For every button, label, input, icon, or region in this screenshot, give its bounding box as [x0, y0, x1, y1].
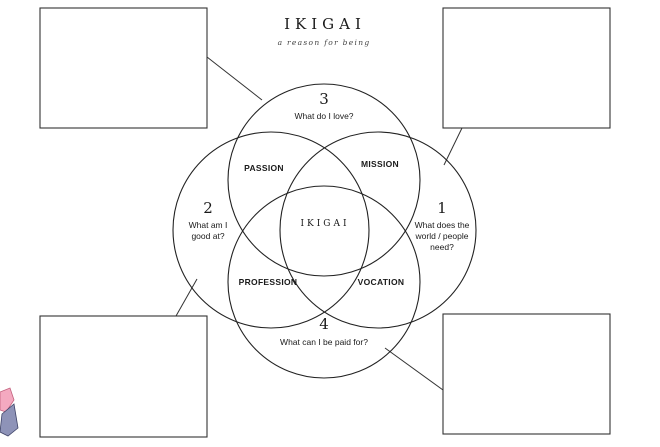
number-paid-for: 4 [319, 315, 329, 333]
leader-line-love [206, 56, 263, 101]
region-mission-label: MISSION [361, 159, 399, 169]
question-love: What do I love? [294, 111, 353, 121]
page-subtitle: a reason for being [278, 38, 371, 47]
answer-box-paid-for[interactable] [442, 313, 611, 435]
question-good-at-line-1: What am I [189, 220, 228, 230]
leader-line-world-needs [443, 127, 463, 166]
circle-world-needs [279, 131, 477, 329]
leader-line-good-at [175, 278, 198, 317]
question-world-needs-line-3: need? [430, 242, 454, 252]
page-title: IKIGAI [284, 15, 366, 33]
question-world-needs-line-2: world / people [415, 231, 469, 241]
leader-line-paid-for [384, 347, 444, 391]
question-world-needs-line-1: What does the [415, 220, 470, 230]
answer-box-world-needs[interactable] [442, 7, 611, 129]
number-good-at: 2 [203, 199, 213, 217]
corner-badge-icon [0, 387, 19, 437]
center-ikigai-label: IKIGAI [300, 219, 349, 229]
region-profession-label: PROFESSION [239, 277, 298, 287]
region-passion-label: PASSION [244, 163, 284, 173]
answer-box-love[interactable] [39, 7, 208, 129]
circle-love [227, 83, 421, 277]
number-love: 3 [319, 90, 329, 108]
number-world-needs: 1 [437, 199, 447, 217]
question-good-at-line-2: good at? [191, 231, 224, 241]
circle-paid-for [227, 185, 421, 379]
region-vocation-label: VOCATION [358, 277, 405, 287]
question-paid-for: What can I be paid for? [280, 337, 368, 347]
circle-good-at [172, 131, 370, 329]
answer-box-good-at[interactable] [39, 315, 208, 438]
